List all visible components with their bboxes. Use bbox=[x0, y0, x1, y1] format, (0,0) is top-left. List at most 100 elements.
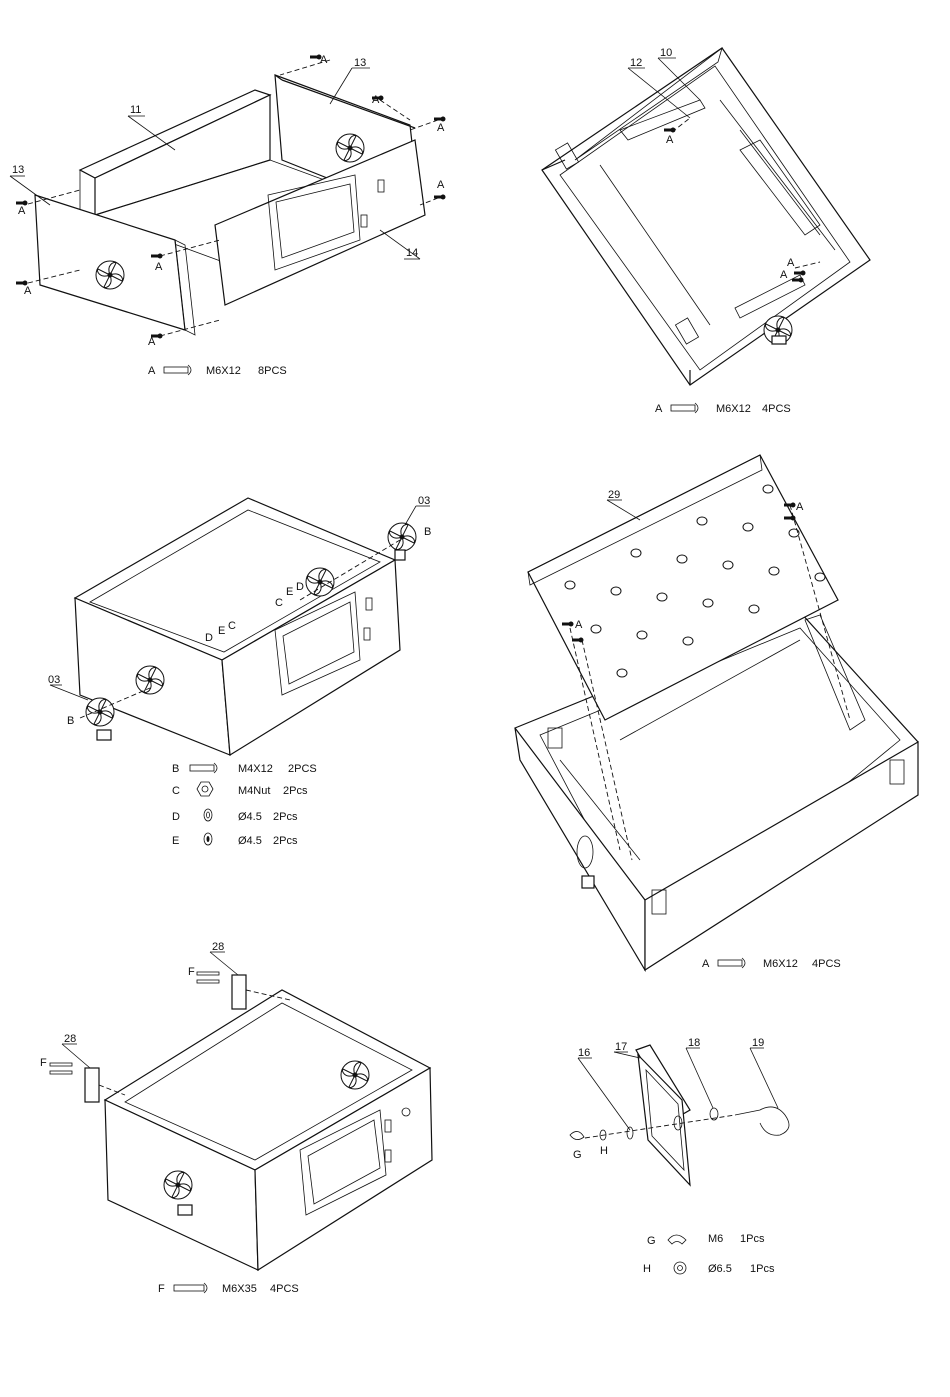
callout-a: A bbox=[780, 269, 788, 281]
part-label-28: 28 bbox=[64, 1033, 76, 1045]
hardware-letter: E bbox=[172, 835, 179, 847]
vent-hole bbox=[677, 555, 687, 563]
callout-a: A bbox=[437, 122, 445, 134]
vent-hole bbox=[611, 587, 621, 595]
hardware-letter: F bbox=[158, 1283, 165, 1295]
hardware-qty: 2Pcs bbox=[283, 785, 308, 797]
washer-icon bbox=[204, 809, 212, 821]
part-label-10: 10 bbox=[660, 47, 672, 59]
hardware-spec: M4Nut bbox=[238, 785, 270, 797]
hardware-letter: B bbox=[172, 763, 179, 775]
hardware-spec: Ø4.5 bbox=[238, 811, 262, 823]
callout-h: H bbox=[600, 1145, 608, 1157]
callout-f: F bbox=[40, 1057, 47, 1069]
knob bbox=[395, 550, 405, 560]
nut-icon bbox=[197, 782, 213, 796]
washer-icon bbox=[674, 1262, 686, 1274]
part-label-16: 16 bbox=[578, 1047, 590, 1059]
hardware-letter: A bbox=[148, 365, 156, 377]
callout-a: A bbox=[18, 205, 26, 217]
callout-a: A bbox=[796, 501, 804, 513]
vent-hole bbox=[703, 599, 713, 607]
part-label-12: 12 bbox=[630, 57, 642, 69]
screw-icon bbox=[174, 1283, 207, 1293]
hardware-qty: 4PCS bbox=[270, 1283, 299, 1295]
callout-a: A bbox=[155, 261, 163, 273]
callout-f: F bbox=[188, 966, 195, 978]
part-label-13: 13 bbox=[12, 164, 24, 176]
hardware-spec: M6X12 bbox=[206, 365, 241, 377]
part-label-13: 13 bbox=[354, 57, 366, 69]
callout-b: B bbox=[67, 715, 74, 727]
callout-a: A bbox=[24, 285, 32, 297]
step-5-hinge-assembly: 28 28 F F F M6X35 4PCS bbox=[40, 941, 432, 1295]
hardware-letter: D bbox=[172, 811, 180, 823]
callout-d: D bbox=[296, 581, 304, 593]
step-4-lid-assembly: 29 A A A M6X12 4PCS bbox=[515, 455, 918, 970]
callout-e: E bbox=[286, 586, 293, 598]
part-label-29: 29 bbox=[608, 489, 620, 501]
callout-d: D bbox=[205, 632, 213, 644]
knob bbox=[97, 730, 111, 740]
screw-icon bbox=[190, 763, 217, 773]
step-6-window-assembly: 16 17 18 19 G H G M6 1Pcs H Ø6.5 1Pcs bbox=[570, 1037, 789, 1275]
callout-e: E bbox=[218, 625, 225, 637]
part-label-03: 03 bbox=[418, 495, 430, 507]
hardware-letter: G bbox=[647, 1235, 656, 1247]
hardware-spec: M6X35 bbox=[222, 1283, 257, 1295]
hardware-spec: M6 bbox=[708, 1233, 723, 1245]
screw-icon bbox=[671, 403, 698, 413]
hardware-qty: 2Pcs bbox=[273, 811, 298, 823]
hardware-spec: Ø6.5 bbox=[708, 1263, 732, 1275]
hardware-spec: M4X12 bbox=[238, 763, 273, 775]
vent-hole bbox=[697, 517, 707, 525]
vent-hole bbox=[723, 561, 733, 569]
hardware-qty: 2Pcs bbox=[273, 835, 298, 847]
lock-washer-icon bbox=[204, 833, 212, 845]
screw-icon bbox=[718, 958, 745, 968]
step-2-bracket-assembly: 10 12 A A A A M6X12 4PCS bbox=[542, 47, 870, 415]
fan-icon bbox=[96, 261, 124, 289]
callout-b: B bbox=[424, 526, 431, 538]
part-label-28: 28 bbox=[212, 941, 224, 953]
vent-hole bbox=[749, 605, 759, 613]
vent-hole bbox=[591, 625, 601, 633]
step-3-fan-knob-assembly: 03 03 B B C D E C D E B M4X12 2PCS C M4N… bbox=[48, 495, 431, 847]
hardware-qty: 1Pcs bbox=[750, 1263, 775, 1275]
fan-icon bbox=[341, 1061, 369, 1089]
hardware-qty: 8PCS bbox=[258, 365, 287, 377]
hinge-icon bbox=[85, 1068, 99, 1102]
callout-a: A bbox=[372, 94, 380, 106]
part-label-17: 17 bbox=[615, 1041, 627, 1053]
callout-c: C bbox=[228, 620, 236, 632]
part-label-19: 19 bbox=[752, 1037, 764, 1049]
part-label-14: 14 bbox=[406, 247, 418, 259]
wing-nut-icon bbox=[570, 1131, 584, 1139]
hardware-spec: M6X12 bbox=[716, 403, 751, 415]
vent-hole bbox=[565, 581, 575, 589]
hardware-qty: 1Pcs bbox=[740, 1233, 765, 1245]
hinge-icon bbox=[232, 975, 246, 1009]
hardware-qty: 2PCS bbox=[288, 763, 317, 775]
vent-hole bbox=[769, 567, 779, 575]
handle-icon bbox=[735, 1107, 789, 1135]
vent-hole bbox=[743, 523, 753, 531]
hardware-spec: M6X12 bbox=[763, 958, 798, 970]
callout-a: A bbox=[575, 619, 583, 631]
hardware-letter: H bbox=[643, 1263, 651, 1275]
fan-icon bbox=[336, 134, 364, 162]
hardware-qty: 4PCS bbox=[762, 403, 791, 415]
callout-a: A bbox=[320, 54, 328, 66]
callout-a: A bbox=[437, 179, 445, 191]
callout-a: A bbox=[148, 336, 156, 348]
fan-icon bbox=[388, 523, 416, 551]
fan-icon bbox=[136, 666, 164, 694]
callout-a: A bbox=[787, 257, 795, 269]
hardware-letter: A bbox=[702, 958, 710, 970]
part-label-11: 11 bbox=[130, 104, 141, 116]
hardware-qty: 4PCS bbox=[812, 958, 841, 970]
vent-hole bbox=[657, 593, 667, 601]
callout-g: G bbox=[573, 1149, 582, 1161]
hardware-spec: Ø4.5 bbox=[238, 835, 262, 847]
